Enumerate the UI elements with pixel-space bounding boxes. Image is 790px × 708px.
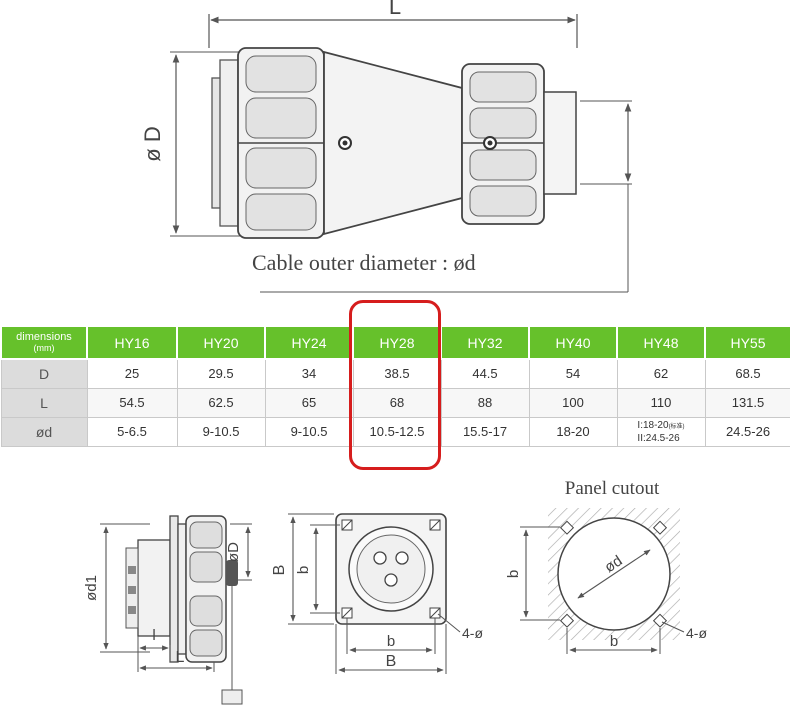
panel-cutout-title: Panel cutout [565,478,660,499]
table-cell: 54 [528,358,618,389]
table-cell: 34 [264,358,354,389]
table-cell: 44.5 [440,358,530,389]
small-b-left-label: b [295,566,312,574]
d-label: øD [225,542,242,562]
table-cell: 131.5 [704,387,790,418]
split-line-1: I:18-20 [637,419,669,431]
table-cell: 88 [440,387,530,418]
column-header: HY55 [704,325,790,360]
table-cell: 15.5-17 [440,416,530,447]
table-cell: 62 [616,358,706,389]
split-line-2: II:24.5-26 [637,432,680,444]
table-row: ød 5-6.5 9-10.5 9-10.5 10.5-12.5 15.5-17… [0,416,790,447]
column-header: HY24 [264,325,354,360]
column-header: HY40 [528,325,618,360]
length-label: L [389,0,401,19]
row-header: D [0,358,88,389]
column-header: HY16 [86,325,178,360]
table-cell: 24.5-26 [704,416,790,447]
cable-end [543,91,577,195]
table-cell: 18-20 [528,416,618,447]
flange-holes-label: 4-ø [462,625,483,641]
cutout-holes-label: 4-ø [686,625,707,641]
table-row: D 25 29.5 34 38.5 44.5 54 62 68.5 [0,358,790,389]
table-cell: 68.5 [704,358,790,389]
table-cell: 5-6.5 [86,416,178,447]
row-header: L [0,387,88,418]
big-l-label: L [176,649,185,666]
cutout-diameter-label: ød [601,552,625,576]
table-cell: 10.5-12.5 [352,416,442,447]
header-corner: dimensions(mm) [0,325,88,360]
table-cell: 100 [528,387,618,418]
table-cell: 25 [86,358,178,389]
table-cell: 54.5 [86,387,178,418]
column-header: HY20 [176,325,266,360]
table-cell: 68 [352,387,442,418]
dimensions-table: dimensions(mm) HY16 HY20 HY24 HY28 HY32 … [0,325,790,447]
big-b-bottom-label: B [386,653,397,670]
column-header: HY48 [616,325,706,360]
column-header: HY32 [440,325,530,360]
row-header: ød [0,416,88,447]
table-cell: 38.5 [352,358,442,389]
cable-outer-diameter-label: Cable outer diameter : ød [252,250,476,275]
cutout-b-bottom-label: b [610,633,618,650]
cutout-b-left-label: b [505,570,522,578]
connector-side-view-diagram: L ø D Cable outer diameter : ød [140,0,632,293]
table-row: L 54.5 62.5 65 68 88 100 110 131.5 [0,387,790,418]
diameter-label: ø D [140,126,165,161]
flange-front-view: B b b B 4-ø [271,513,483,674]
split-line-1-note: (标准) [668,423,685,430]
table-cell: 9-10.5 [176,416,266,447]
small-b-bottom-label: b [387,633,395,650]
table-header-row: dimensions(mm) HY16 HY20 HY24 HY28 HY32 … [0,325,790,360]
big-b-left-label: B [271,565,288,576]
receptacle-side-view: ød1 øD l L [83,515,252,705]
d1-label: ød1 [83,575,100,601]
table-cell: 62.5 [176,387,266,418]
column-header: HY28 [352,325,442,360]
table-cell: 29.5 [176,358,266,389]
table-cell: 65 [264,387,354,418]
small-l-label: l [152,627,155,644]
table-cell: 110 [616,387,706,418]
table-cell: 9-10.5 [264,416,354,447]
table-cell-split: I:18-20(标准) II:24.5-26 [616,416,706,447]
panel-cutout-view: Panel cutout ød b b 4-ø [505,478,707,654]
